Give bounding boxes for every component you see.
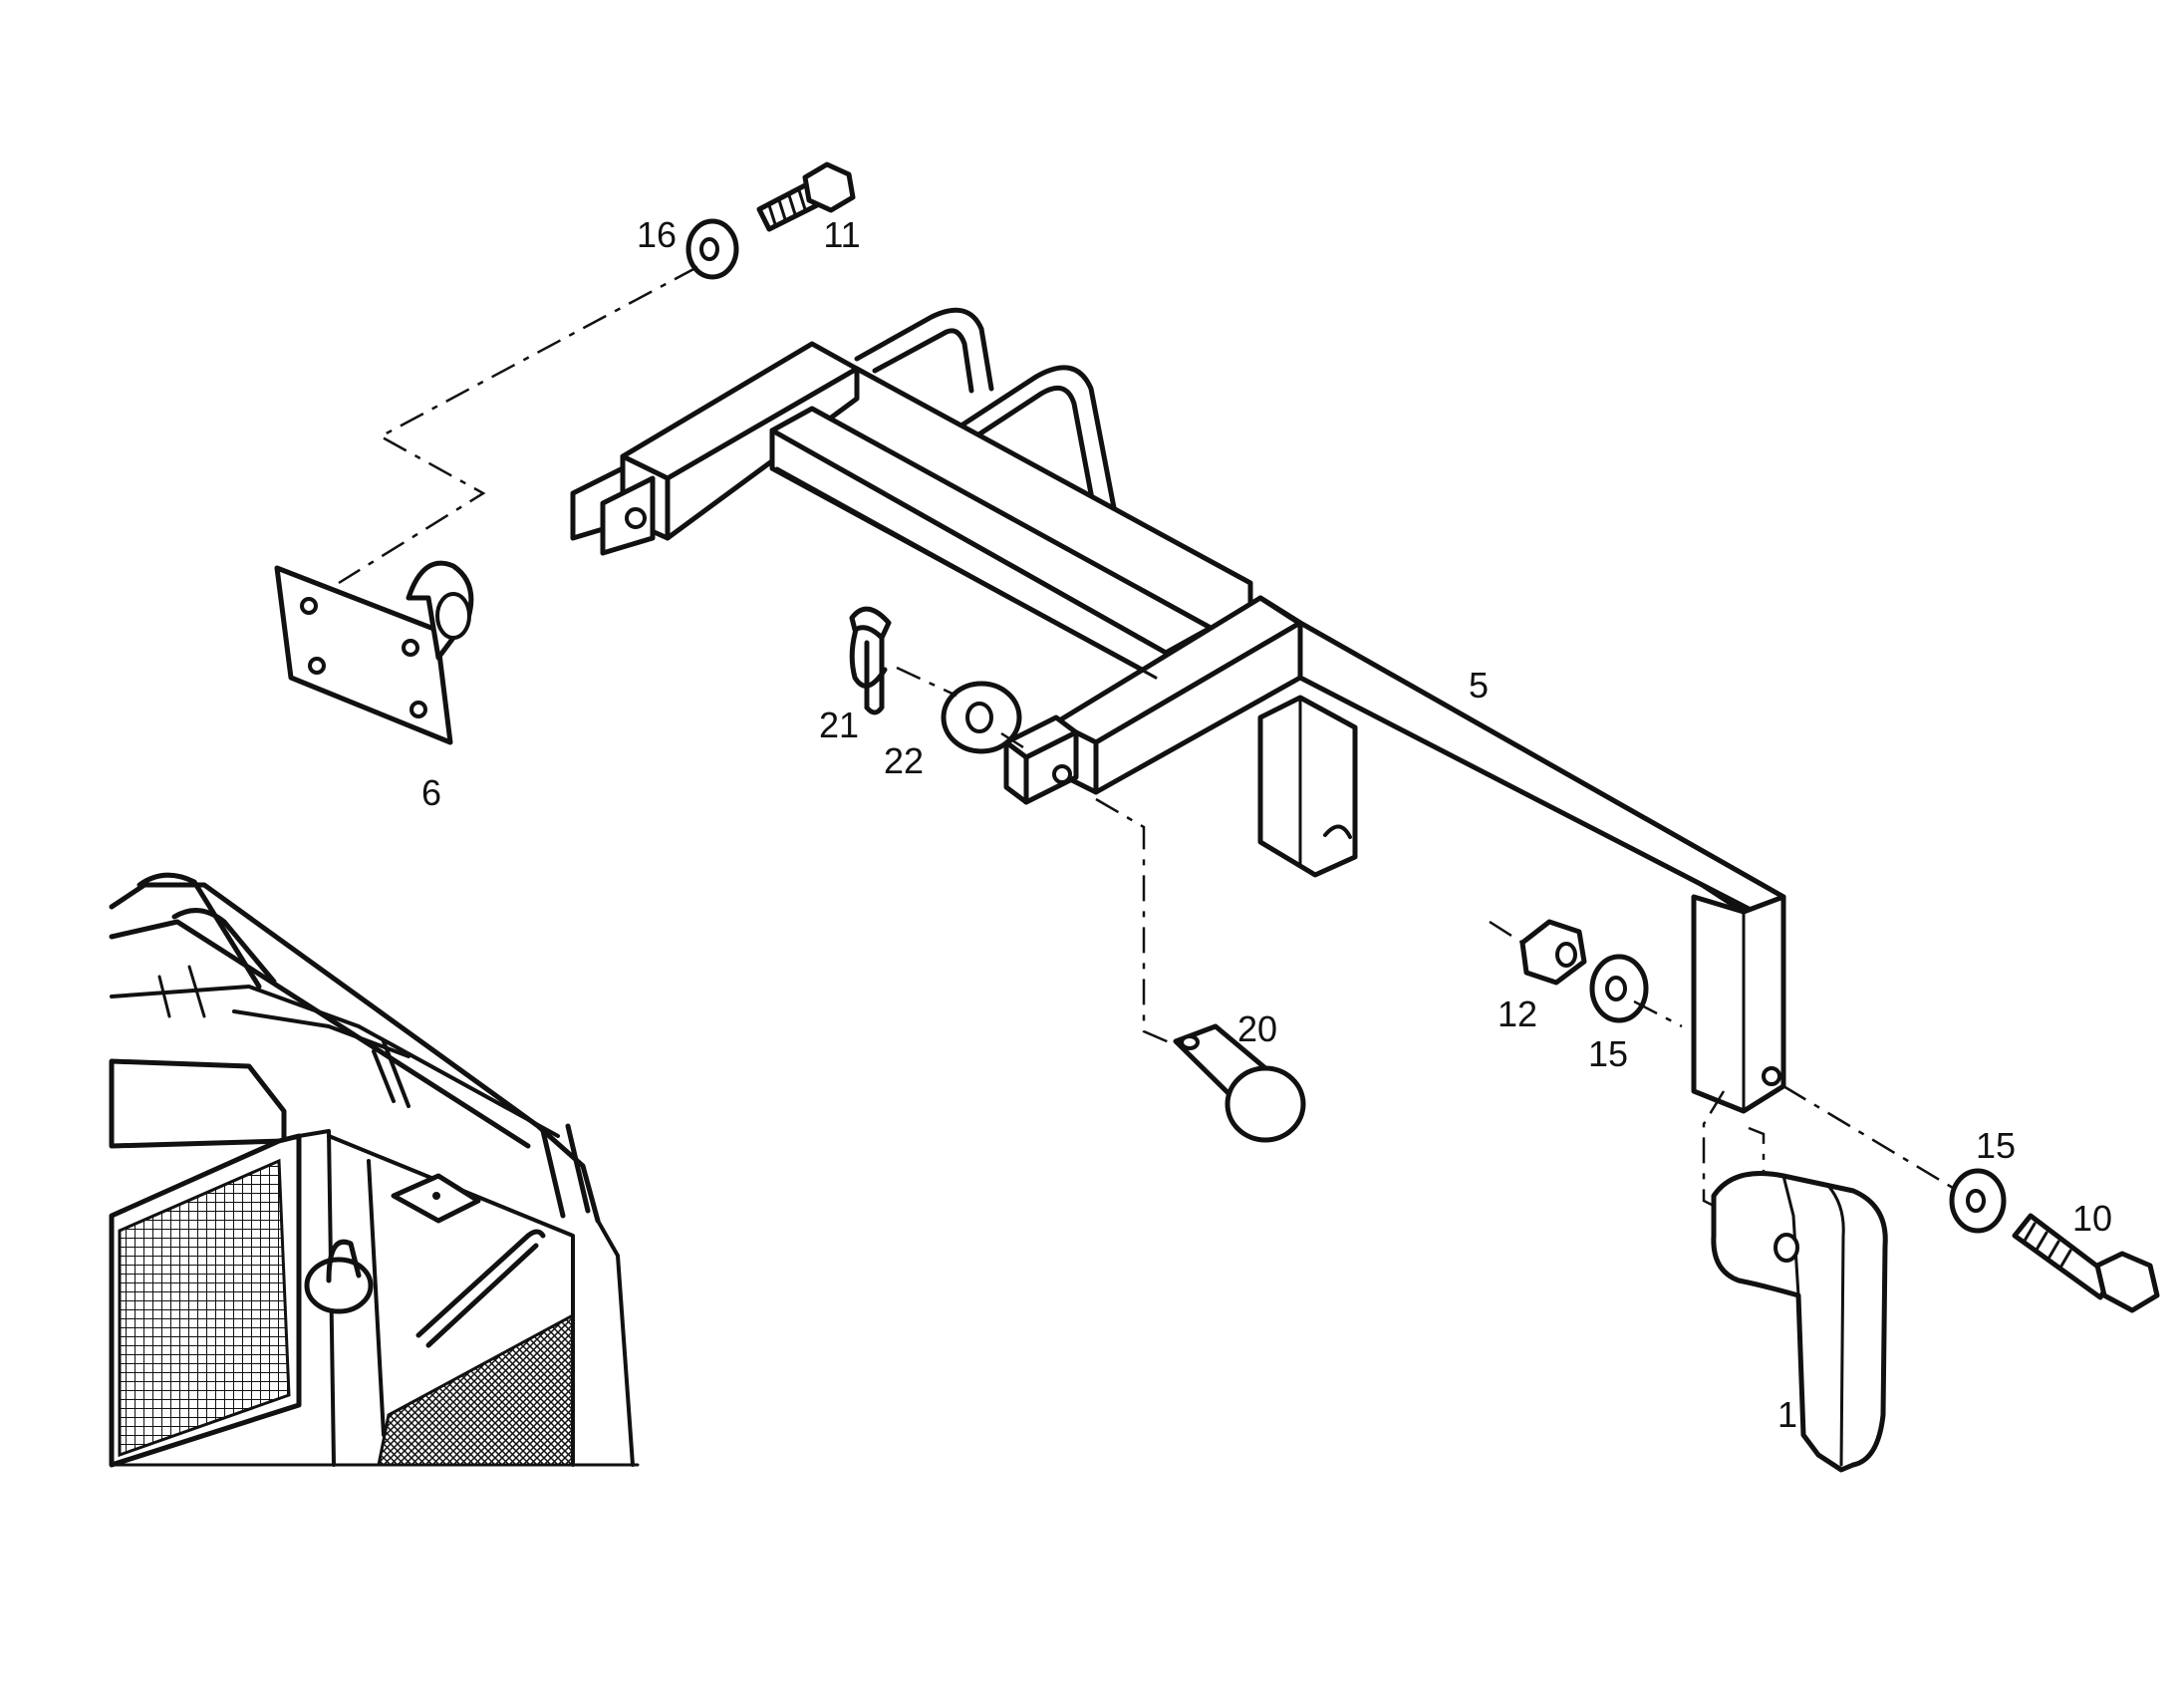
callout-12: 12 — [1498, 994, 1537, 1034]
lynch-pin-part-21 — [849, 606, 892, 715]
callout-labels: 1 5 6 10 11 12 15 15 16 20 21 22 — [421, 214, 2112, 1435]
bolt-part-11 — [756, 161, 856, 232]
washer-part-22 — [941, 681, 1022, 754]
callout-20: 20 — [1237, 1008, 1277, 1049]
washer-part-15-lower — [1949, 1168, 2007, 1234]
bolt-part-10 — [2012, 1213, 2160, 1313]
callout-11: 11 — [823, 214, 860, 255]
nut-part-12 — [1519, 919, 1587, 986]
clevis-pin-part-20 — [1173, 1023, 1306, 1143]
machine-corner-illustration — [109, 872, 640, 1468]
washer-part-16 — [685, 218, 739, 280]
washer-part-15-upper — [1589, 954, 1649, 1023]
callout-15-lower: 15 — [1976, 1125, 2016, 1166]
callout-22: 22 — [884, 740, 924, 781]
mounting-plate-part-6 — [274, 560, 474, 745]
callout-15-upper: 15 — [1588, 1033, 1628, 1074]
callout-21: 21 — [819, 705, 859, 745]
callout-10: 10 — [2072, 1198, 2112, 1239]
frame-part-5 — [570, 307, 1786, 1114]
bracket-arm-part-1 — [1711, 1171, 1888, 1473]
assembly-lines — [338, 265, 1959, 1208]
callout-5: 5 — [1469, 665, 1489, 706]
callout-1: 1 — [1777, 1394, 1797, 1435]
callout-6: 6 — [421, 772, 441, 813]
callout-16: 16 — [637, 214, 677, 255]
